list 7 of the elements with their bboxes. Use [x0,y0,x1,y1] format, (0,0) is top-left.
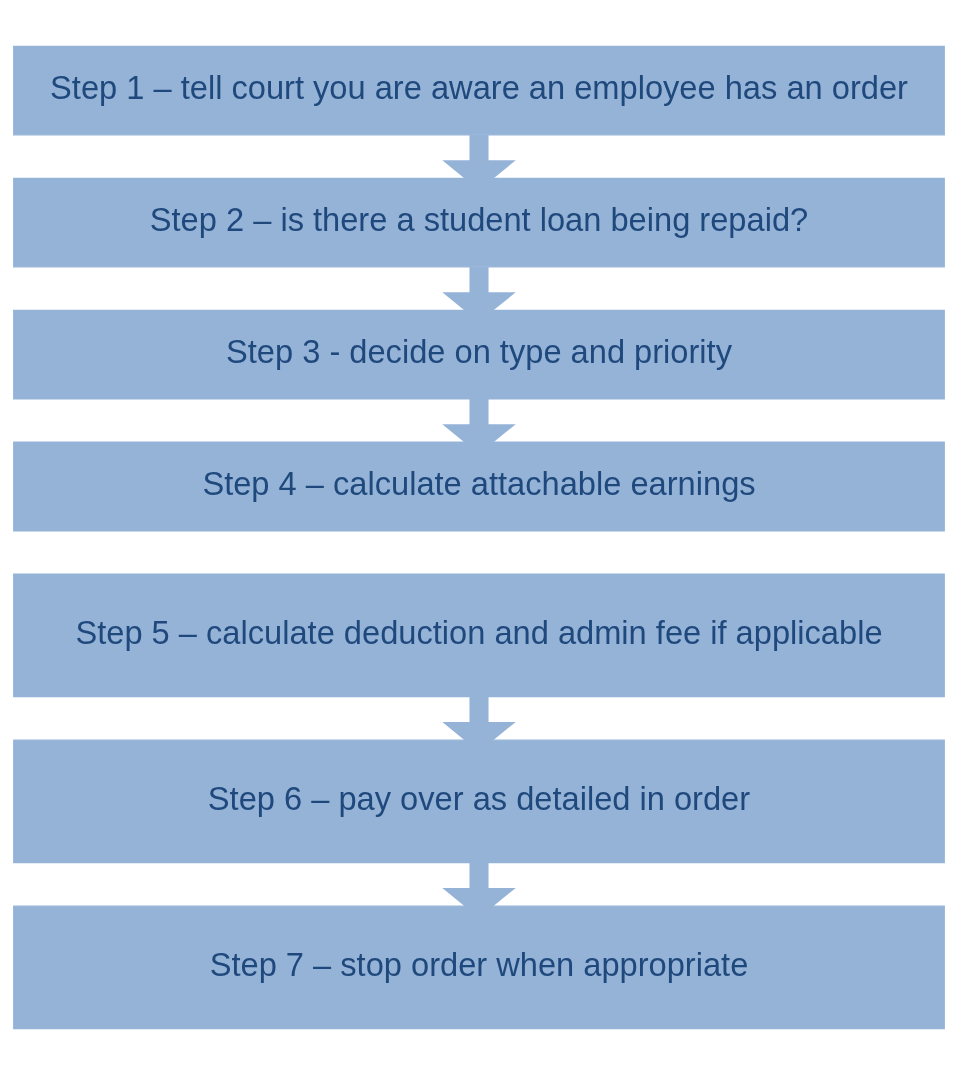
node-box: Step 3 - decide on type and priority [13,309,945,400]
node-box: Step 5 – calculate deduction and admin fee if applicable [13,573,945,698]
node-box: Step 4 – calculate attachable earnings [13,441,945,532]
node-box: Step 2 – is there a student loan being repaid? [13,177,945,268]
node-box: Step 7 – stop order when appropriate [13,905,945,1030]
node-box: Step 1 – tell court you are aware an employee has an order [13,45,945,136]
node-box: Step 6 – pay over as detailed in order [13,739,945,864]
